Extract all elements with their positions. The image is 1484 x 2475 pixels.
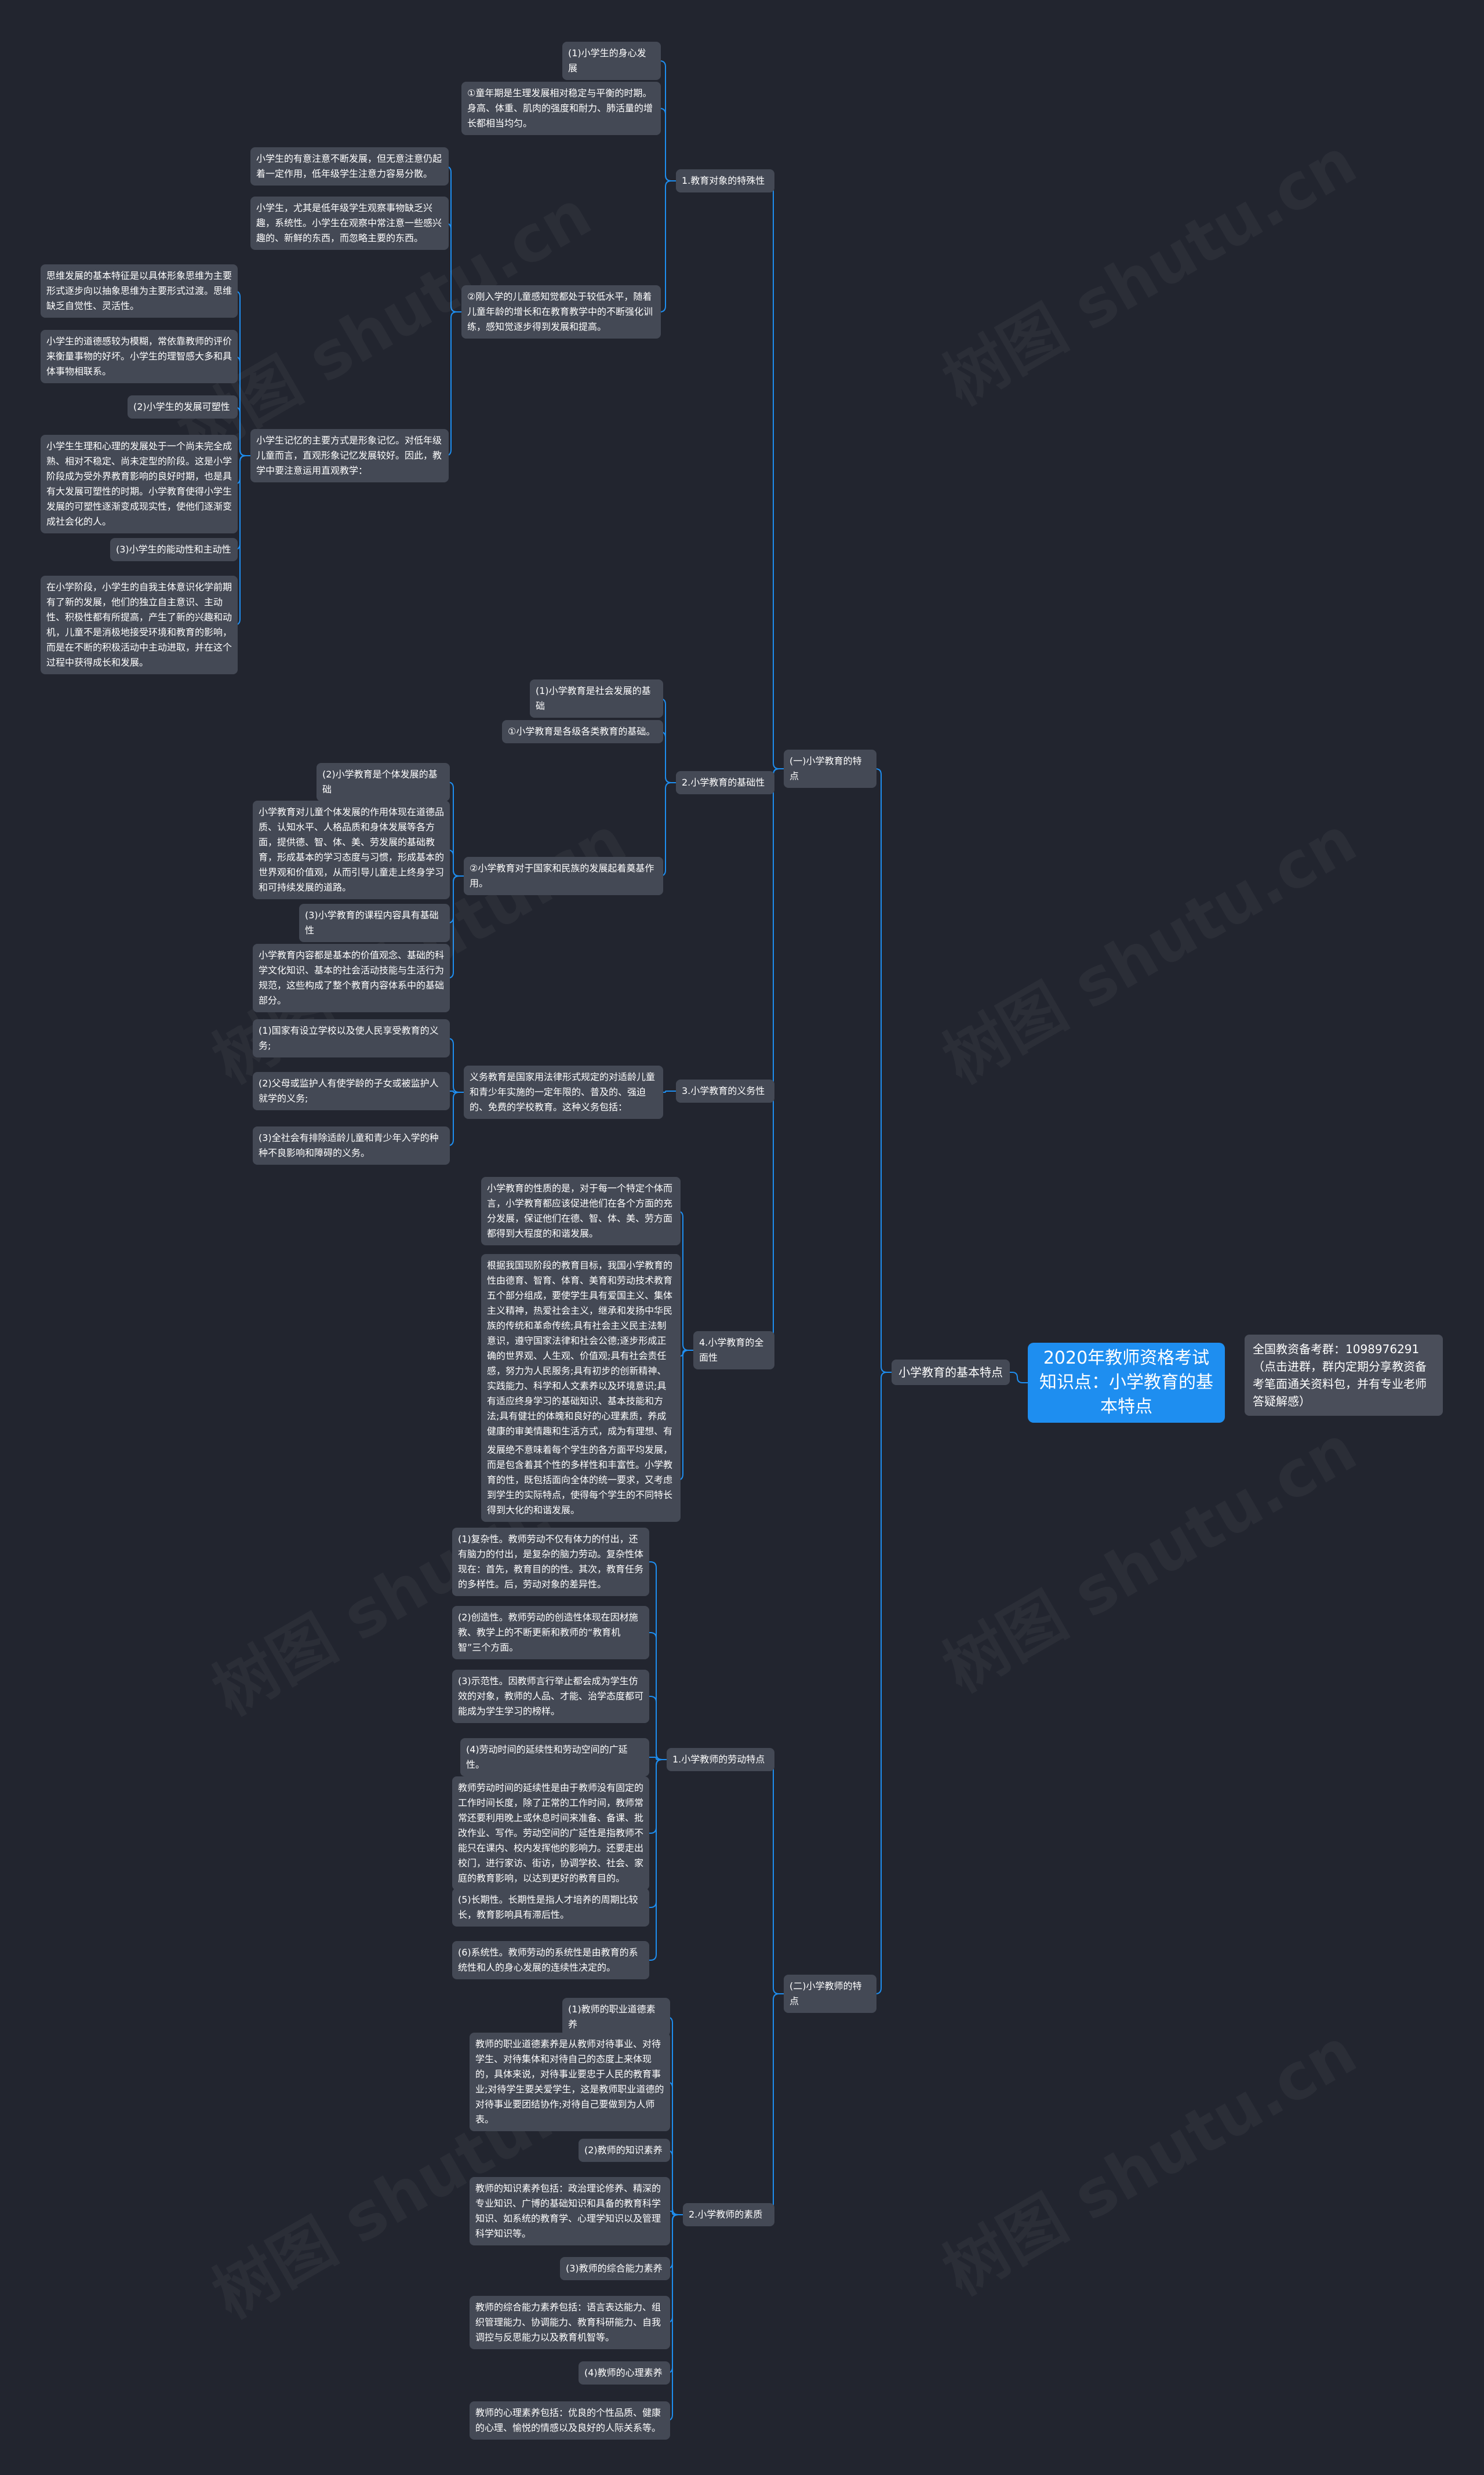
connector-node-s1 (875, 768, 892, 1373)
connector-node-a1a (659, 108, 676, 181)
node-b3a[interactable]: (2)小学教育是个体发展的基础 (317, 763, 450, 801)
node-b3b[interactable]: 小学教育对儿童个体发展的作用体现在道德品质、认知水平、人格品质和身体发展等各方面… (253, 801, 450, 899)
node-a1b2[interactable]: 小学生，尤其是低年级学生观察事物缺乏兴趣，系统性。小学生在观察中常注意一些感兴趣… (250, 197, 449, 250)
node-a1b3f[interactable]: 在小学阶段，小学生的自我主体意识化学前期有了新的发展，他们的独立自主意识、主动性… (41, 576, 238, 674)
connector-node-b3a (447, 782, 464, 877)
node-f4a[interactable]: 教师的心理素养包括：优良的个性品质、健康的心理、愉悦的情感以及良好的人际关系等。 (470, 2401, 670, 2440)
connector-node-b3c (447, 875, 464, 924)
connector-node-b3d (447, 875, 464, 979)
connector-node-e4 (649, 1757, 667, 1760)
node-c1b[interactable]: (2)父母或监护人有使学龄的子女或被监护人就学的义务; (253, 1072, 450, 1110)
connector-node-e (767, 1759, 784, 1994)
node-e2[interactable]: (2)创造性。教师劳动的创造性体现在因材施教、教学上的不断更新和教师的“教育机智… (452, 1606, 649, 1659)
root-topic[interactable]: 2020年教师资格考试知识点：小学教育的基本特点 (1028, 1343, 1225, 1423)
connector-node-e4a (649, 1759, 667, 1834)
connector-node-c (767, 768, 784, 1092)
node-e[interactable]: 1.小学教师的劳动特点 (667, 1748, 774, 1771)
connector-node-a (767, 180, 784, 769)
node-e6[interactable]: (6)系统性。教师劳动的系统性是由教育的系统性和人的身心发展的连续性决定的。 (452, 1941, 649, 1979)
node-f4[interactable]: (4)教师的心理素养 (579, 2361, 670, 2385)
connector-node-a1b (659, 180, 676, 312)
node-d3[interactable]: 发展绝不意味着每个学生的各方面平均发展，而是包含着其个性的多样性和丰富性。小学教… (481, 1438, 681, 1522)
node-f1a[interactable]: 教师的职业道德素养是从教师对待事业、对待学生、对待集体和对待自己的态度上来体现的… (470, 2033, 670, 2131)
node-b3[interactable]: ②小学教育对于国家和民族的发展起着奠基作用。 (464, 857, 663, 895)
node-a1b3e[interactable]: (3)小学生的能动性和主动性 (110, 538, 238, 561)
node-a1b3d[interactable]: 小学生生理和心理的发展处于一个尚未完全成熟、相对不稳定、尚未定型的阶段。这是小学… (41, 435, 238, 533)
node-f1[interactable]: (1)教师的职业道德素养 (562, 1998, 670, 2036)
node-a1b3b[interactable]: 小学生的道德感较为模糊，常依靠教师的评价来衡量事物的好坏。小学生的理智感大多和具… (41, 330, 238, 383)
node-s1[interactable]: (一)小学教育的特点 (784, 750, 876, 788)
node-s2[interactable]: (二)小学教师的特点 (784, 1975, 876, 2013)
connector-node-d2 (679, 1350, 693, 1357)
connector-node-c1b (450, 1091, 464, 1093)
node-e3[interactable]: (3)示范性。因教师言行举止都会成为学生仿效的对象，教师的人品、才能、治学态度都… (452, 1670, 649, 1723)
connector-node-f2a (670, 2211, 683, 2215)
node-a1b3[interactable]: 小学生记忆的主要方式是形象记忆。对低年级儿童而言，直观形象记忆发展较好。因此，教… (250, 429, 449, 482)
node-c1a[interactable]: (1)国家有设立学校以及使人民享受教育的义务; (253, 1019, 450, 1057)
node-a1b[interactable]: ②刚入学的儿童感知觉都处于较低水平，随着儿童年龄的增长和在教育教学中的不断强化训… (461, 285, 661, 339)
node-f[interactable]: 2.小学教师的素质 (683, 2203, 774, 2226)
node-d1[interactable]: 小学教育的性质的是，对于每一个特定个体而言，小学教育都应该促进他们在各个方面的充… (481, 1177, 681, 1245)
connector-node-c1c (447, 1092, 464, 1146)
node-b3d[interactable]: 小学教育内容都是基本的价值观念、基础的科学文化知识、基本的社会活动技能与生活行为… (253, 944, 450, 1012)
node-a1[interactable]: (1)小学生的身心发展 (562, 42, 661, 80)
node-b[interactable]: 2.小学教育的基础性 (676, 771, 774, 794)
node-a1b1[interactable]: 小学生的有意注意不断发展，但无意注意仍起着一定作用，低年级学生注意力容易分散。 (250, 147, 449, 186)
node-e4a[interactable]: 教师劳动时间的延续性是由于教师没有固定的工作时间长度，除了正常的工作时间，教师常… (452, 1776, 649, 1890)
node-e5[interactable]: (5)长期性。长期性是指人才培养的周期比较长，教育影响具有滞后性。 (452, 1888, 649, 1927)
connector-level1-topic (1010, 1372, 1028, 1383)
note-box[interactable]: 全国教资备考群：1098976291（点击进群，群内定期分享教资备考笔面通关资料… (1245, 1335, 1443, 1416)
node-a1b3a[interactable]: 思维发展的基本特征是以具体形象思维为主要形式逐步向以抽象思维为主要形式过渡。思维… (41, 264, 238, 318)
connector-node-e1 (649, 1561, 667, 1760)
node-e4[interactable]: (4)劳动时间的延续性和劳动空间的广延性。 (460, 1738, 649, 1776)
node-b2[interactable]: ①小学教育是各级各类教育的基础。 (502, 720, 663, 743)
connector-node-e3 (649, 1696, 667, 1760)
connector-node-c1 (663, 1091, 676, 1093)
node-a[interactable]: 1.教育对象的特殊性 (676, 169, 774, 192)
node-c1[interactable]: 义务教育是国家用法律形式规定的对适龄儿童和青少年实施的一定年限的、普及的、强迫的… (464, 1066, 663, 1119)
node-a1a[interactable]: ①童年期是生理发展相对稳定与平衡的时期。身高、体重、肌肉的强度和耐力、肺活量的增… (461, 82, 661, 135)
node-f3[interactable]: (3)教师的综合能力素养 (560, 2257, 670, 2280)
node-f2a[interactable]: 教师的知识素养包括：政治理论修养、精深的专业知识、广博的基础知识和具备的教育科学… (470, 2177, 670, 2245)
node-d[interactable]: 4.小学教育的全面性 (693, 1331, 774, 1369)
node-f3a[interactable]: 教师的综合能力素养包括：语言表达能力、组织管理能力、协调能力、教育科研能力、自我… (470, 2296, 670, 2349)
connector-node-d (767, 768, 784, 1351)
node-e1[interactable]: (1)复杂性。教师劳动不仅有体力的付出，还有脑力的付出，是复杂的脑力劳动。复杂性… (452, 1528, 649, 1596)
node-a1b3c[interactable]: (2)小学生的发展可塑性 (128, 395, 238, 419)
node-b3c[interactable]: (3)小学教育的课程内容具有基础性 (299, 904, 450, 942)
connector-node-b3b (447, 849, 464, 877)
connector-node-f (767, 1993, 784, 2215)
level1-topic[interactable]: 小学教育的基本特点 (892, 1360, 1010, 1385)
connector-node-s2 (875, 1372, 892, 1994)
node-c1c[interactable]: (3)全社会有排除适龄儿童和青少年入学的种种不良影响和障碍的义务。 (253, 1126, 450, 1165)
node-c[interactable]: 3.小学教育的义务性 (676, 1080, 774, 1103)
connector-node-c1a (447, 1038, 464, 1093)
connector-node-e6 (649, 1759, 667, 1961)
node-d2[interactable]: 根据我国现阶段的教育目标，我国小学教育的性由德育、智育、体育、美育和劳动技术教育… (481, 1254, 681, 1458)
node-b1[interactable]: (1)小学教育是社会发展的基础 (530, 679, 663, 718)
node-f2[interactable]: (2)教师的知识素养 (579, 2139, 670, 2162)
connector-node-a1 (659, 60, 676, 181)
